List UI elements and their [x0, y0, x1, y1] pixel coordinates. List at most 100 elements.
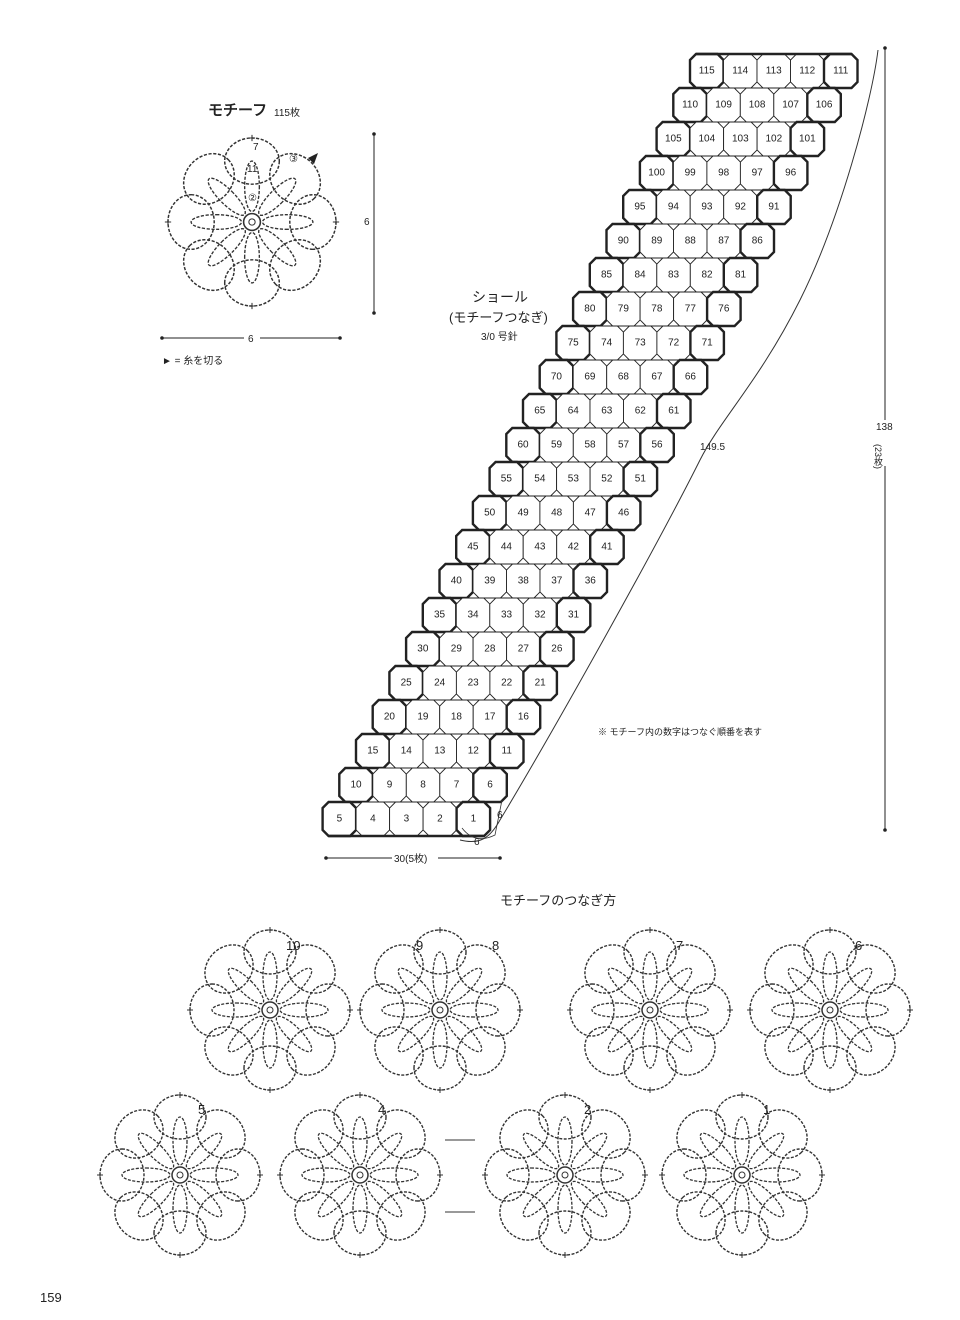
shawl-cell-number: 66	[685, 372, 697, 383]
join-label-7: 7	[676, 938, 683, 953]
shawl-cell-number: 51	[635, 474, 647, 485]
shawl-cell-number: 90	[618, 236, 630, 247]
shawl-cell-number: 81	[735, 270, 747, 281]
shawl-cell-number: 7	[454, 780, 460, 791]
shawl-cell-number: 13	[434, 746, 446, 757]
shawl-cell-number: 86	[752, 236, 764, 247]
shawl-cell-number: 27	[518, 644, 530, 655]
shawl-title: ショール	[472, 289, 528, 305]
shawl-cell-number: 34	[467, 610, 479, 621]
shawl-cell-number: 92	[735, 202, 747, 213]
shawl-cell	[772, 154, 809, 192]
shawl-cell-number: 30	[417, 644, 429, 655]
shawl-cell-number: 16	[518, 712, 530, 723]
shawl-cell-number: 76	[718, 304, 730, 315]
shawl-cell-number: 89	[651, 236, 663, 247]
shawl-cell-number: 65	[534, 406, 546, 417]
shawl-cell-number: 57	[618, 440, 630, 451]
motif-count: 115枚	[274, 106, 300, 119]
join-label-9: 9	[416, 938, 423, 953]
shawl-cell-number: 22	[501, 678, 513, 689]
shawl-cell-number: 42	[568, 542, 580, 553]
shawl-cell-number: 95	[634, 202, 646, 213]
shawl-cell-number: 109	[715, 100, 732, 111]
shawl-row: 90 89 88 87 86	[605, 222, 776, 260]
diagonal-length-label: 149.5	[700, 442, 725, 453]
shawl-cell-number: 87	[718, 236, 730, 247]
join-motif-6	[746, 926, 914, 1094]
shawl-cell-number: 20	[384, 712, 396, 723]
page-number: 159	[40, 1290, 62, 1305]
shawl-cell-number: 69	[584, 372, 596, 383]
shawl-width-label: 30(5枚)	[394, 852, 427, 865]
shawl-cell-number: 18	[451, 712, 463, 723]
shawl-cell	[739, 222, 776, 260]
shawl-cell	[789, 120, 826, 158]
shawl-cell	[822, 52, 859, 90]
join-motif-7	[566, 926, 734, 1094]
shawl-cell-number: 107	[782, 100, 799, 111]
shawl-cell-number: 35	[434, 610, 446, 621]
shawl-cell-number: 84	[634, 270, 646, 281]
shawl-cell	[689, 324, 726, 362]
shawl-cell-number: 50	[484, 508, 496, 519]
shawl-cell-number: 88	[685, 236, 697, 247]
join-motif-2	[481, 1091, 649, 1259]
shawl-cell-number: 11	[502, 746, 513, 757]
shawl-cell-number: 25	[401, 678, 413, 689]
shawl-cell-number: 26	[551, 644, 563, 655]
shawl-cell-number: 24	[434, 678, 446, 689]
shawl-cell-number: 52	[601, 474, 613, 485]
shawl-hook-size: 3/0 号針	[481, 330, 518, 343]
shawl-cell	[555, 596, 592, 634]
shawl-cell-number: 1	[471, 814, 477, 825]
shawl-cell-number: 17	[484, 712, 496, 723]
shawl-cell-number: 37	[551, 576, 563, 587]
shawl-cell-number: 78	[651, 304, 663, 315]
shawl-cell-number: 3	[404, 814, 410, 825]
shawl-cell	[806, 86, 842, 124]
motif-round-2: ②	[248, 193, 257, 204]
join-label-8: 8	[492, 938, 499, 953]
shawl-cell-number: 61	[668, 406, 680, 417]
shawl-cell-number: 67	[651, 372, 663, 383]
shawl-cell-number: 47	[585, 508, 597, 519]
shawl-cell	[472, 766, 508, 804]
shawl-cell-number: 70	[551, 372, 563, 383]
shawl-cell	[589, 528, 625, 566]
shawl-cell-number: 68	[618, 372, 630, 383]
join-label-6: 6	[855, 938, 862, 953]
shawl-length-label: 138	[876, 422, 893, 433]
shawl-cell-number: 40	[451, 576, 463, 587]
shawl-cell-number: 112	[799, 66, 815, 77]
shawl-cell-number: 75	[568, 338, 580, 349]
shawl-cell-number: 32	[534, 610, 546, 621]
shawl-cell-number: 56	[651, 440, 663, 451]
shawl-cell-number: 71	[702, 338, 714, 349]
shawl-cell	[522, 664, 559, 702]
shawl-cell-number: 113	[766, 66, 782, 77]
shawl-cell-number: 77	[685, 304, 697, 315]
shawl-cell	[488, 732, 525, 770]
shawl-cell-number: 73	[635, 338, 647, 349]
join-label-4: 4	[378, 1102, 385, 1117]
motif-diagram: モチーフ 115枚 7 11 ③ ② 6 6 ► = 糸を切る	[160, 102, 376, 367]
shawl-cell-number: 93	[701, 202, 713, 213]
shawl-cell-number: 2	[437, 814, 443, 825]
cut-thread-legend: ► = 糸を切る	[162, 355, 223, 367]
joining-diagram: モチーフのつなぎ方 10 9 8 7 6 5 4 2 1	[96, 893, 914, 1259]
join-motif-4	[276, 1091, 444, 1259]
